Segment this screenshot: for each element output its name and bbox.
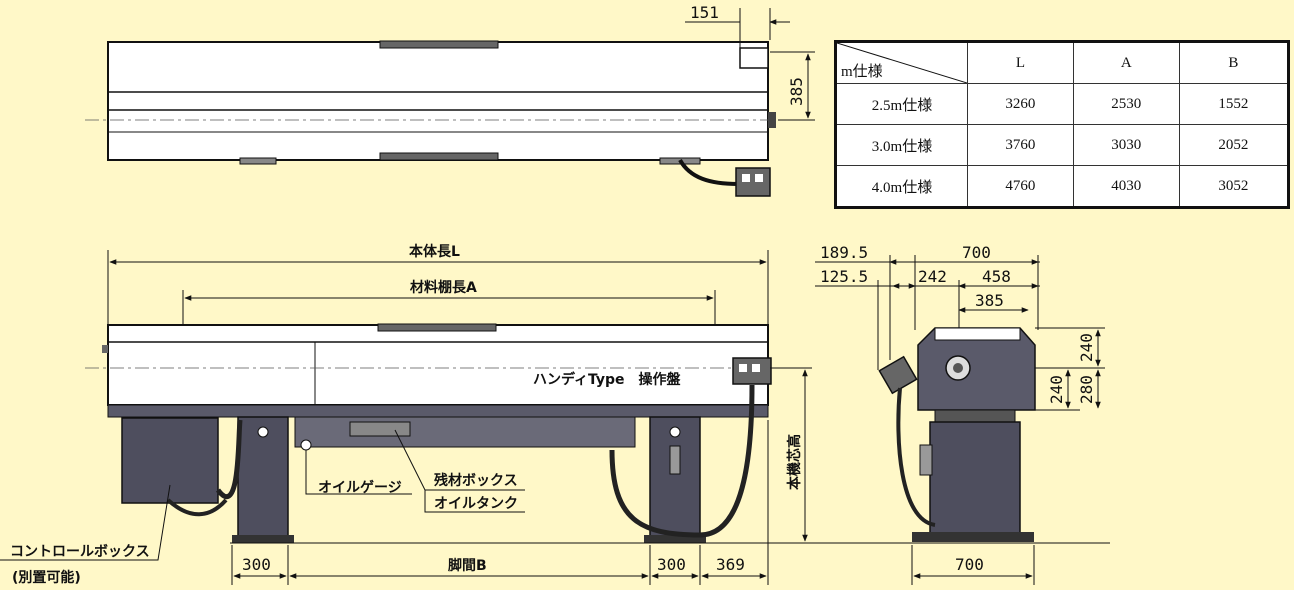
dim-385-side: 385 xyxy=(975,291,1004,310)
oil-gauge-label: オイルゲージ xyxy=(318,479,402,496)
dim-369: 369 xyxy=(716,555,745,574)
leg-span-label: 脚間B xyxy=(448,558,487,574)
dim-151: 151 xyxy=(690,3,719,22)
side-view-panel xyxy=(878,355,918,395)
row-B: 1552 xyxy=(1178,83,1290,125)
table-header-row: m仕様 L A B xyxy=(835,41,1290,84)
scrap-box-label: 残材ボックス xyxy=(434,472,518,489)
row-spec: 4.0m仕様 xyxy=(835,165,968,208)
handy-type-label: ハンディType 操作盤 xyxy=(533,371,682,388)
row-B: 3052 xyxy=(1178,165,1290,208)
row-A: 2530 xyxy=(1072,83,1180,125)
row-L: 3760 xyxy=(967,124,1074,166)
dim-125-5: 125.5 xyxy=(820,267,868,286)
row-L: 3260 xyxy=(967,83,1074,125)
body-length-label: 本体長L xyxy=(409,243,460,260)
dim-700-top: 700 xyxy=(962,243,991,262)
dim-385-top: 385 xyxy=(787,77,806,106)
dim-458: 458 xyxy=(982,267,1011,286)
rack-length-label: 材料棚長A xyxy=(410,279,477,296)
dim-189-5: 189.5 xyxy=(820,243,868,262)
control-box-label: コントロールボックス xyxy=(10,544,150,560)
corner-label: m仕様 xyxy=(841,64,883,80)
dim-280: 280 xyxy=(1077,375,1096,404)
table-row: 4.0m仕様 4760 4030 3052 xyxy=(835,165,1290,208)
dim-700-bottom: 700 xyxy=(955,555,984,574)
row-spec: 3.0m仕様 xyxy=(835,124,968,166)
dim-240-right: 240 xyxy=(1077,333,1096,362)
header-L: L xyxy=(967,41,1074,84)
spec-table: m仕様 L A B 2.5m仕様 3260 2530 1552 3.0m仕様 3… xyxy=(834,40,1290,209)
dim-240-left: 240 xyxy=(1047,375,1066,404)
row-A: 3030 xyxy=(1072,124,1180,166)
side-view: 189.5 700 125.5 242 458 385 xyxy=(815,243,1105,585)
row-A: 4030 xyxy=(1072,165,1180,208)
dim-242: 242 xyxy=(918,267,947,286)
separate-installation-note: (別置可能) xyxy=(12,569,81,586)
oil-gauge-indicator xyxy=(300,439,312,451)
row-spec: 2.5m仕様 xyxy=(835,83,968,125)
side-view-stand xyxy=(929,421,1021,535)
center-height-label: 本機芯高 xyxy=(786,434,803,490)
table-corner-cell: m仕様 xyxy=(835,41,968,84)
table-row: 2.5m仕様 3260 2530 1552 xyxy=(835,83,1290,125)
front-view-body xyxy=(107,324,769,406)
dim-300-right: 300 xyxy=(657,555,686,574)
oil-tank-label: オイルタンク xyxy=(434,496,518,512)
header-B: B xyxy=(1178,41,1290,84)
front-view: 本体長L 材料棚長A ハンディType 操 xyxy=(0,243,1110,586)
row-B: 2052 xyxy=(1178,124,1290,166)
control-box xyxy=(121,417,219,504)
top-view-body xyxy=(107,41,769,161)
table-row: 3.0m仕様 3760 3030 2052 xyxy=(835,124,1290,166)
top-view: 151 385 xyxy=(85,3,815,197)
dim-300-left: 300 xyxy=(242,555,271,574)
header-A: A xyxy=(1072,41,1180,84)
row-L: 4760 xyxy=(967,165,1074,208)
top-view-control-panel xyxy=(735,167,771,197)
